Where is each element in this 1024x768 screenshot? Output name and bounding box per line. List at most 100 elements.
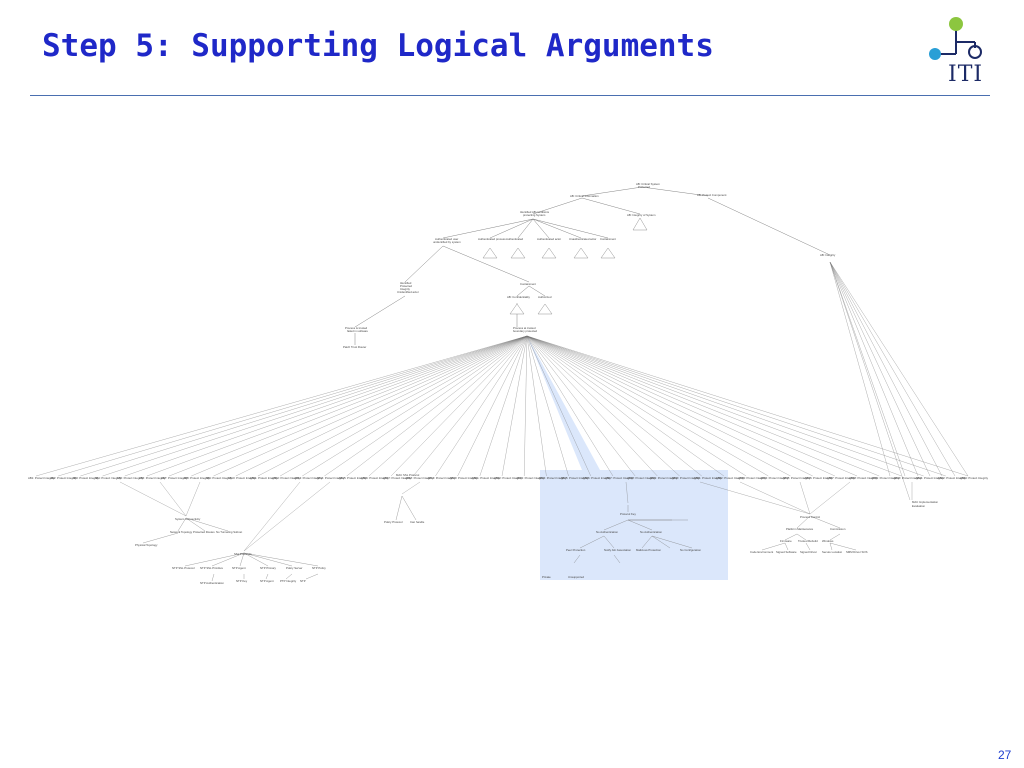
fan-edge: [526, 335, 924, 477]
svg-text:Platform Maintenance: Platform Maintenance: [786, 527, 814, 531]
svg-text:Physical Topology: Physical Topology: [135, 543, 158, 547]
fan-edge: [35, 335, 528, 477]
svg-text:No Authentication: No Authentication: [596, 530, 618, 534]
svg-text:Patch Trust Router: Patch Trust Router: [343, 345, 366, 349]
argument-node-label: AB32: Protect Integrity: [716, 476, 745, 480]
fan-edge: [80, 335, 528, 477]
argument-node-label: AB38: Protect Integrity: [849, 476, 878, 480]
svg-text:failed in software: failed in software: [347, 329, 368, 333]
svg-text:Authorized: Authorized: [538, 295, 552, 299]
argument-node-label: AB41: Protect Integrity: [916, 476, 945, 480]
iti-logo-icon: [929, 17, 982, 60]
argument-node-label: AB4: Protect Integrity: [95, 476, 122, 480]
svg-text:SSL Protocols: SSL Protocols: [234, 552, 252, 556]
argument-node-label: AB18: Protect Integrity: [405, 476, 434, 480]
argument-node-label: AB23: Protect Integrity: [516, 476, 545, 480]
subtree-edge: [799, 481, 811, 515]
argument-node-label: AB5: Protect Integrity: [117, 476, 144, 480]
argument-node-label: AB12: Protect Integrity: [272, 476, 301, 480]
argument-node-label: AB6: Protect Integrity: [139, 476, 166, 480]
svg-text:AB: Critical System: AB: Critical System: [636, 182, 661, 186]
integrity-edge: [829, 261, 911, 501]
integrity-edge: [829, 261, 956, 477]
svg-text:MAC SSL Protocol: MAC SSL Protocol: [396, 473, 420, 477]
argument-node-label: AB34: Protect Integrity: [760, 476, 789, 480]
argument-node-label: AB10: Protect Integrity: [228, 476, 257, 480]
svg-text:Firmware: Firmware: [780, 539, 792, 543]
argument-node-label: AB40: Protect Integrity: [893, 476, 922, 480]
svg-text:Process is trusted: Process is trusted: [345, 326, 368, 330]
argument-node-label: AB25: Protect Integrity: [561, 476, 590, 480]
svg-text:Authenticated: Authenticated: [506, 237, 524, 241]
fan-edge: [526, 335, 569, 477]
svg-text:Identified: Identified: [400, 281, 412, 285]
argument-node-label: AB16: Protect Integrity: [361, 476, 390, 480]
highlight-box: [540, 470, 728, 580]
argument-node-label: AB11: Protect Integrity: [250, 476, 278, 480]
fan-edge: [526, 335, 880, 477]
subtree-edge: [243, 481, 301, 552]
argument-node-label: AB43: Protect Integrity: [960, 476, 989, 480]
svg-text:Signed Driver: Signed Driver: [800, 550, 817, 554]
argument-node-label: AB35: Protect Integrity: [782, 476, 811, 480]
fan-edge: [526, 335, 658, 477]
fan-edge: [526, 335, 747, 477]
integrity-edge: [829, 261, 969, 477]
subtree-edge: [625, 481, 629, 504]
page-number: 27: [998, 748, 1012, 762]
subtree-edge: [809, 481, 851, 515]
argument-node-label: AB20: Protect Integrity: [450, 476, 479, 480]
fan-edge: [457, 335, 528, 477]
fan-edge: [526, 335, 858, 477]
svg-text:unidentified by system: unidentified by system: [433, 240, 461, 244]
integrity-edge: [829, 261, 919, 477]
svg-text:MAC Implementation: MAC Implementation: [912, 500, 939, 504]
fan-edge: [526, 335, 835, 477]
svg-text:AB: Integrity of System: AB: Integrity of System: [627, 213, 656, 217]
fan-edge: [526, 335, 969, 477]
argument-node-label: AB21: Protect Integrity: [472, 476, 501, 480]
title-divider: [30, 95, 990, 96]
argument-node-label: AB29: Protect Integrity: [649, 476, 678, 480]
svg-text:Policy Server: Policy Server: [286, 566, 303, 570]
argument-node-label: AB27: Protect Integrity: [605, 476, 634, 480]
fan-edge: [368, 335, 528, 477]
argument-node-label: AB36: Protect Integrity: [805, 476, 834, 480]
fan-edge: [526, 335, 547, 477]
argument-node-label: AB9: Protect Integrity: [206, 476, 233, 480]
subtree-edge: [159, 481, 187, 517]
svg-text:NTP Agent: NTP Agent: [232, 566, 246, 570]
fan-edge: [526, 335, 680, 477]
argument-node-label: AB26: Protect Integrity: [583, 476, 612, 480]
argument-node-label: AB39: Protect Integrity: [871, 476, 900, 480]
fan-edge: [346, 335, 528, 477]
svg-text:Secure Location: Secure Location: [822, 550, 843, 554]
subtree-edge: [119, 481, 187, 517]
svg-text:Trusted Rebuild: Trusted Rebuild: [798, 539, 818, 543]
fan-edge: [526, 335, 724, 477]
svg-text:Unsupported: Unsupported: [568, 575, 584, 579]
svg-text:Process at trusted: Process at trusted: [513, 326, 536, 330]
argument-node-label: AB13: Protect Integrity: [294, 476, 323, 480]
svg-text:NTP SSL Primitive: NTP SSL Primitive: [200, 566, 223, 570]
svg-text:Signed Software: Signed Software: [776, 550, 797, 554]
svg-text:protecting System: protecting System: [523, 213, 546, 217]
fan-edge: [526, 335, 902, 477]
svg-text:Authenticated process: Authenticated process: [478, 237, 506, 241]
argument-node-label: AB22: Protect Integrity: [494, 476, 523, 480]
svg-text:Protected: Protected: [400, 284, 412, 288]
logo-text: ITI: [948, 62, 984, 87]
svg-text:No Configuration: No Configuration: [680, 548, 701, 552]
svg-text:Can handle: Can handle: [410, 520, 425, 524]
svg-text:Identified AB conditions: Identified AB conditions: [520, 210, 550, 214]
svg-text:No Authentication: No Authentication: [640, 530, 662, 534]
argument-node-label: AB8: Protect Integrity: [183, 476, 210, 480]
svg-text:Network Topology: Network Topology: [170, 530, 193, 534]
svg-text:Process Control: Process Control: [800, 515, 820, 519]
argument-node-label: AB30: Protect Integrity: [672, 476, 701, 480]
fan-edge: [390, 335, 528, 477]
svg-text:Policy Protocol: Policy Protocol: [384, 520, 403, 524]
svg-text:Protocol Key: Protocol Key: [620, 512, 636, 516]
svg-text:PTP Integrity: PTP Integrity: [280, 579, 297, 583]
fan-edge: [413, 335, 528, 477]
